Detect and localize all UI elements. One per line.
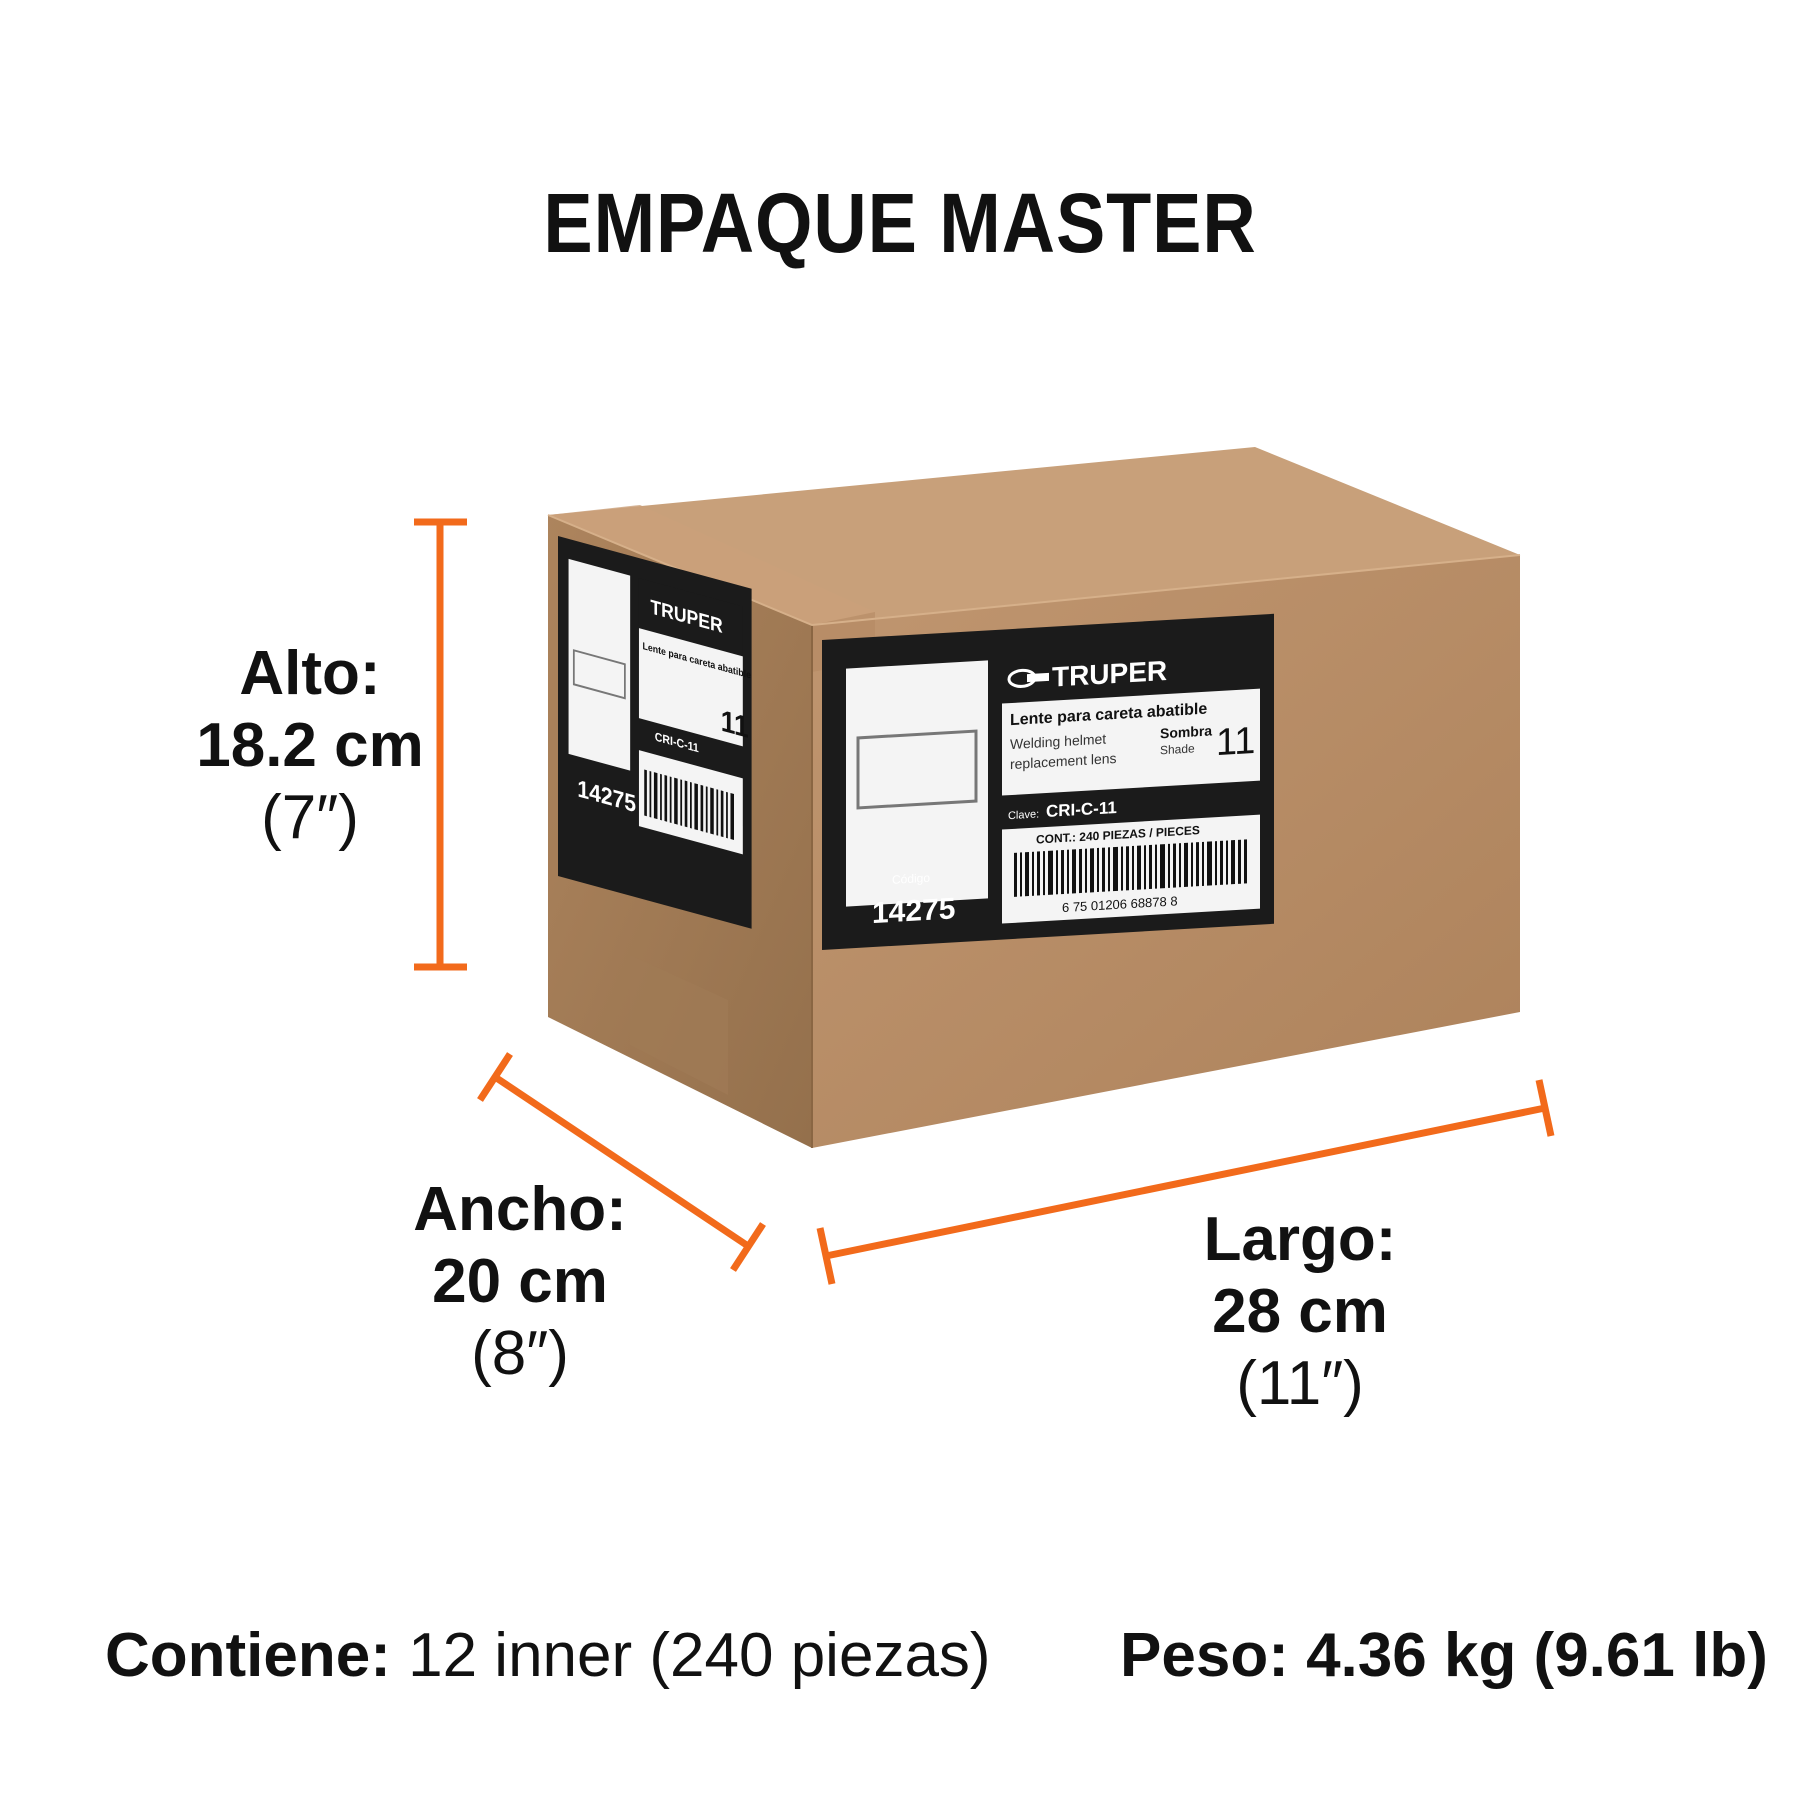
front-shipping-label: TRUPER Lente para careta abatible Weldin…: [822, 613, 1274, 950]
front-product-en-1: Welding helmet: [1010, 731, 1106, 753]
width-imperial: (8″): [471, 1319, 569, 1388]
dimension-lines: [414, 518, 1555, 1285]
height-metric: 18.2 cm: [196, 711, 424, 780]
height-dimension-text: Alto: 18.2 cm (7″): [150, 638, 470, 854]
width-dimension-line: [493, 1074, 750, 1249]
side-shipping-label: TRUPER Lente para careta abatible 11 CRI…: [558, 536, 752, 929]
truper-logo-icon: [1007, 668, 1049, 688]
contents-label: Contiene:: [105, 1621, 391, 1690]
width-cap-left: [477, 1052, 513, 1102]
length-dimension-text: Largo: 28 cm (11″): [1150, 1204, 1450, 1420]
weight-info: Peso: 4.36 kg (9.61 lb): [1120, 1620, 1768, 1691]
length-label: Largo:: [1203, 1205, 1397, 1274]
page-title: EMPAQUE MASTER: [543, 176, 1257, 270]
length-metric: 28 cm: [1212, 1277, 1388, 1346]
front-codigo-value: 14275: [872, 892, 955, 930]
front-product-en-2: replacement lens: [1010, 750, 1117, 772]
packing-tape: [548, 505, 875, 625]
width-cap-right: [730, 1222, 766, 1272]
front-shade-label-en: Shade: [1160, 741, 1195, 757]
front-shade-value: 11: [1216, 720, 1255, 764]
length-dimension-line: [825, 1104, 1546, 1260]
front-codigo-label: Código: [892, 871, 930, 887]
front-clave-value: CRI-C-11: [1046, 798, 1117, 821]
side-shade-value: 11: [721, 704, 749, 745]
length-cap-right: [1535, 1079, 1555, 1137]
width-dimension-text: Ancho: 20 cm (8″): [380, 1174, 660, 1390]
front-barcode-digits: 6 75 01206 68878 8: [1062, 893, 1178, 915]
box-flap-seam: [630, 955, 728, 1095]
front-brand-text: TRUPER: [1052, 655, 1167, 693]
barcode-icon: [1014, 839, 1247, 897]
front-clave-label: Clave:: [1008, 808, 1039, 822]
barcode-icon: [644, 769, 734, 841]
width-label: Ancho:: [413, 1175, 627, 1244]
length-cap-left: [816, 1227, 836, 1285]
length-imperial: (11″): [1236, 1349, 1364, 1418]
weight-label: Peso:: [1120, 1621, 1289, 1690]
weight-value: 4.36 kg (9.61 lb): [1306, 1621, 1768, 1690]
contents-value: 12 inner (240 piezas): [408, 1621, 991, 1690]
front-shade-label-es: Sombra: [1160, 722, 1212, 741]
width-metric: 20 cm: [432, 1247, 608, 1316]
height-imperial: (7″): [261, 783, 359, 852]
contents-info: Contiene: 12 inner (240 piezas): [105, 1620, 991, 1691]
height-label: Alto:: [239, 639, 381, 708]
